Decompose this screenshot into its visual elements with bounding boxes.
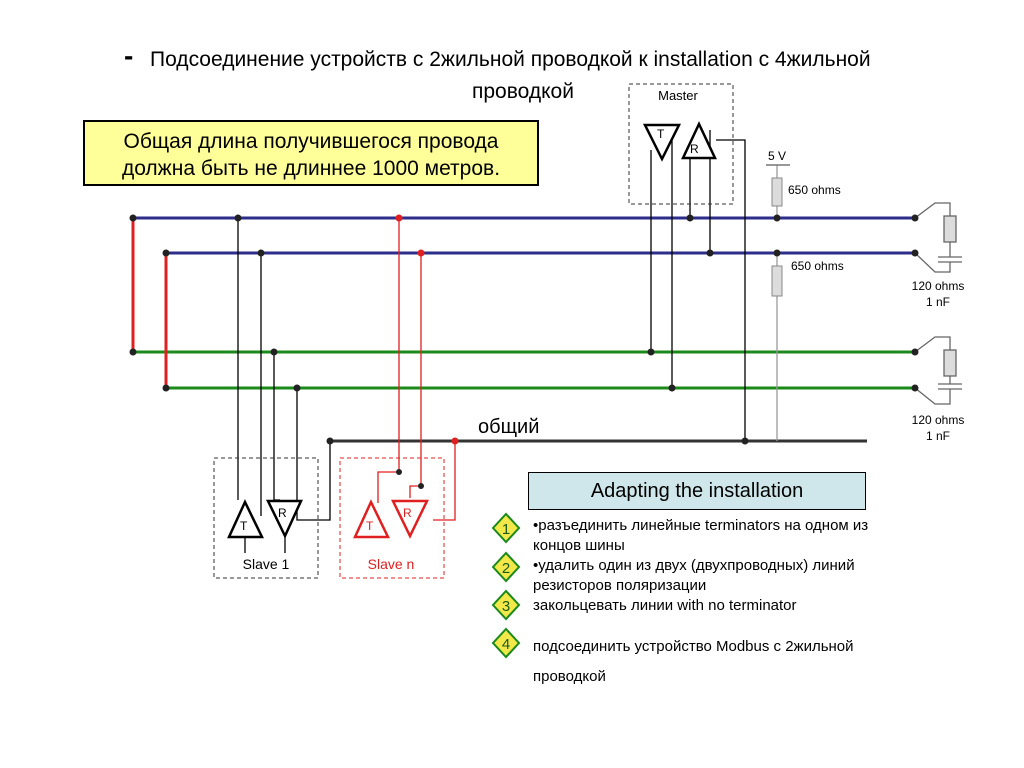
svg-text:3: 3 <box>502 598 510 615</box>
slave1-receiver-icon <box>266 499 303 539</box>
terminator2-res-label: 120 ohms <box>912 413 965 427</box>
svg-text:1: 1 <box>502 521 510 538</box>
terminator-blue <box>914 202 962 273</box>
master-t-label: T <box>657 127 665 141</box>
slaven-transmitter-icon <box>353 499 390 539</box>
junction-dots-red <box>395 214 459 445</box>
slave1-wires <box>237 218 331 521</box>
terminator2-cap-label: 1 nF <box>926 429 950 443</box>
note-line1: Общая длина получившегося провода <box>123 130 499 153</box>
title-dash: - <box>124 40 134 71</box>
master-receiver-icon <box>681 121 717 160</box>
slave1-t-label: T <box>240 519 248 533</box>
master-wires <box>650 130 746 441</box>
svg-text:2: 2 <box>502 560 510 577</box>
svg-text:4: 4 <box>502 636 510 653</box>
note-line2: должна быть не длиннее 1000 метров. <box>121 157 501 180</box>
step-1-text: •разъединить линейные terminators на одн… <box>533 517 869 554</box>
master-r-label: R <box>690 142 699 156</box>
step-badge-1-icon: 1 <box>491 512 521 544</box>
slaven-receiver-icon <box>391 499 429 539</box>
resistor-top <box>771 177 783 207</box>
terminator1-cap-label: 1 nF <box>926 295 950 309</box>
slaven-wires <box>377 218 456 521</box>
slaven-r-label: R <box>403 506 412 520</box>
adapt-title: Adapting the installation <box>528 472 866 510</box>
step-4-text: подсоединить устройство Modbus с 2жильно… <box>533 638 854 685</box>
master-box <box>628 83 734 205</box>
slaven-label: Slave n <box>368 556 415 572</box>
step-3-text: закольцевать линии with no terminator <box>533 597 797 614</box>
page-title-line1: Подсоединение устройств с 2жильной прово… <box>150 48 871 71</box>
step-badge-4-icon: 4 <box>491 627 521 659</box>
page-title-line2: проводкой <box>472 80 574 103</box>
resistor-bottom <box>771 265 783 297</box>
length-note: Общая длина получившегося провода должна… <box>83 120 539 186</box>
slave1-box <box>213 457 319 579</box>
slave1-r-label: R <box>278 506 287 520</box>
master-transmitter-icon <box>642 123 682 162</box>
resistor-top-label: 650 ohms <box>788 183 841 197</box>
terminator-green <box>914 336 962 405</box>
resistor-bottom-label: 650 ohms <box>791 259 844 273</box>
junction-dots <box>129 214 919 489</box>
slaven-box <box>339 457 445 579</box>
supply-voltage: 5 V <box>768 149 786 163</box>
common-label: общий <box>478 416 539 438</box>
master-label: Master <box>658 88 698 103</box>
step-badge-3-icon: 3 <box>491 589 521 621</box>
step-badge-2-icon: 2 <box>491 551 521 583</box>
slaven-t-label: T <box>366 519 374 533</box>
terminator1-res-label: 120 ohms <box>912 279 965 293</box>
step-2-text: •удалить один из двух (двухпроводных) ли… <box>533 557 855 594</box>
slave1-label: Slave 1 <box>243 556 290 572</box>
